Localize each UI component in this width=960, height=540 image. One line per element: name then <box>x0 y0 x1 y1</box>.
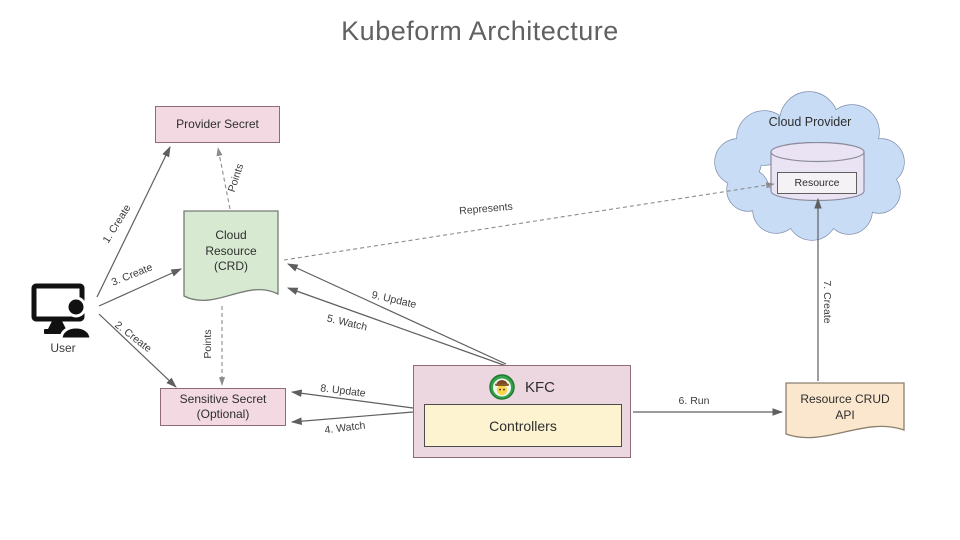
controllers-label: Controllers <box>489 417 557 434</box>
edge-label-7-create: 7. Create <box>821 280 833 324</box>
edge-label-points-sensitive: Points <box>202 329 214 359</box>
edge-update-crd <box>287 263 507 365</box>
provider-secret-label: Provider Secret <box>176 117 259 131</box>
cloud-resource-crd-label: Cloud Resource (CRD) <box>205 228 257 274</box>
page-title: Kubeform Architecture <box>341 16 619 46</box>
cloud-resource-crd-box: Cloud Resource (CRD) <box>183 210 279 307</box>
controllers-box: Controllers <box>424 404 622 447</box>
edge-create-sensitive-secret <box>98 313 177 388</box>
resource-crud-api-label: Resource CRUD API <box>800 392 890 422</box>
user-icon <box>31 283 93 341</box>
edge-watch-secret <box>290 411 414 425</box>
sensitive-secret-box: Sensitive Secret (Optional) <box>160 388 286 426</box>
resource-box: Resource <box>777 172 857 194</box>
resource-label: Resource <box>794 177 840 189</box>
provider-secret-box: Provider Secret <box>155 106 280 143</box>
user-label: User <box>50 341 76 355</box>
edge-represents <box>283 182 775 261</box>
document-shape <box>183 210 279 302</box>
resource-crud-api-box: Resource CRUD API <box>785 382 905 444</box>
edge-points-provider <box>216 147 231 210</box>
kubeform-mascot-icon <box>489 374 515 400</box>
edge-update-secret <box>290 389 414 409</box>
kfc-box: KFC Controllers <box>413 365 631 458</box>
edge-watch-crd <box>286 287 513 369</box>
edge-create-crd <box>98 268 182 307</box>
kfc-label: KFC <box>525 378 555 396</box>
sensitive-secret-label: Sensitive Secret (Optional) <box>179 392 267 421</box>
cloud-provider-label: Cloud Provider <box>768 115 852 129</box>
edge-label-6-run: 6. Run <box>678 395 710 407</box>
document-shape <box>785 382 905 439</box>
edge-create-provider-secret <box>96 146 171 298</box>
